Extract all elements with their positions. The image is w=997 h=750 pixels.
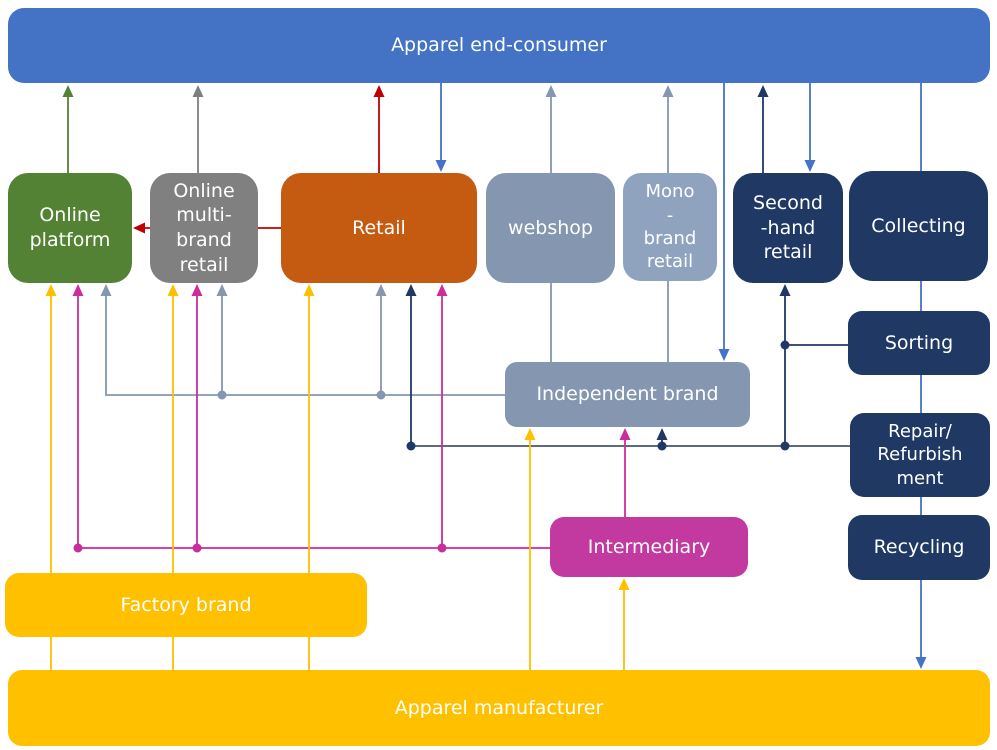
edge-webshop-to-consumer-arrowhead [545,85,557,97]
node-collecting: Collecting [849,171,988,281]
edge-intermediary-net-to-online-multi-brand-arrowhead [191,284,203,296]
node-label-independent-brand: Independent brand [536,383,719,406]
node-sorting: Sorting [848,311,990,375]
node-apparel-manufacturer: Apparel manufacturer [8,670,990,746]
edge-retail-to-consumer-arrowhead [373,85,385,97]
node-label-second-hand-retail: Second -hand retail [753,191,823,264]
node-label-retail: Retail [352,216,406,239]
edge-independent-net-to-retail-arrowhead [375,284,387,296]
node-intermediary: Intermediary [550,517,748,577]
node-label-intermediary: Intermediary [587,535,711,558]
node-recycling: Recycling [848,515,990,580]
edge-intermediary-net [77,296,550,549]
node-online-multi-brand-retail: Online multi- brand retail [150,173,258,283]
edge-manufacturer-to-independent-brand-arrowhead [524,428,536,440]
edge-repair-net-to-independent-brand-arrowhead [656,428,668,440]
edge-consumer-to-second-hand-arrowhead [804,160,816,172]
node-label-collecting: Collecting [871,214,966,237]
node-mono-brand-retail: Mono - brand retail [623,173,717,281]
edge-mono-brand-to-consumer-arrowhead [662,85,674,97]
edge-intermediary-net-junction-dot [437,543,447,553]
node-label-online-platform: Online platform [29,204,111,251]
node-online-platform: Online platform [8,173,132,283]
edge-second-hand-to-consumer-arrowhead [757,85,769,97]
node-label-apparel-manufacturer: Apparel manufacturer [394,696,604,719]
edge-independent-brand-retail-net-junction-dot [376,390,386,400]
node-repair-refurbishment: Repair/ Refurbish ment [850,413,990,497]
node-apparel-end-consumer: Apparel end-consumer [8,8,990,83]
edge-independent-brand-retail-net [105,296,505,396]
edge-recycling-to-manufacturer-arrowhead [915,657,927,669]
edge-consumer-to-retail-arrowhead [435,160,447,172]
edge-manufacturer-to-retail-arrowhead [303,284,315,296]
edge-intermediary-net-junction-dot [192,543,202,553]
edge-intermediary-to-independent-brand-arrowhead [619,428,631,440]
edge-repair-refurbishment-net-junction-dot [657,441,667,451]
node-label-webshop: webshop [508,216,593,239]
node-webshop: webshop [486,173,615,283]
node-retail: Retail [281,173,477,283]
edge-retail-to-online-platform-arrowhead [133,222,145,234]
edge-manufacturer-to-intermediary-arrowhead [618,578,630,590]
edge-independent-brand-retail-net-arrowhead [100,284,112,296]
edge-repair-refurbishment-net-junction-dot [406,441,416,451]
node-label-factory-brand: Factory brand [120,593,252,616]
edge-repair-refurbishment-net-junction-dot [780,441,790,451]
node-label-mono-brand-retail: Mono - brand retail [643,181,697,273]
node-label-recycling: Recycling [873,536,965,559]
edge-independent-brand-retail-net-junction-dot [217,390,227,400]
edge-intermediary-net-to-retail-arrowhead [436,284,448,296]
edge-consumer-to-independent-brand-arrowhead [718,349,730,361]
node-label-apparel-end-consumer: Apparel end-consumer [391,34,607,57]
node-label-repair-refurbishment: Repair/ Refurbish ment [877,420,963,489]
edge-online-multi-brand-to-consumer-arrowhead [192,85,204,97]
edge-manufacturer-to-online-multi-brand-arrowhead [167,284,179,296]
node-label-online-multi-brand-retail: Online multi- brand retail [173,179,235,276]
edge-repair-net-to-second-hand-arrowhead [779,284,791,296]
node-label-sorting: Sorting [884,331,954,354]
node-second-hand-retail: Second -hand retail [733,173,843,283]
edge-repair-net-to-second-hand-junction-dot [780,340,790,350]
node-independent-brand: Independent brand [505,362,750,427]
edge-intermediary-net-junction-dot [73,543,83,553]
node-factory-brand: Factory brand [5,573,367,637]
edge-manufacturer-to-online-platform-arrowhead [45,284,57,296]
edge-repair-net-to-retail-arrowhead [405,284,417,296]
edge-online-platform-to-consumer-arrowhead [62,85,74,97]
edge-independent-net-to-online-multi-brand-arrowhead [216,284,228,296]
edge-intermediary-net-arrowhead [72,284,84,296]
